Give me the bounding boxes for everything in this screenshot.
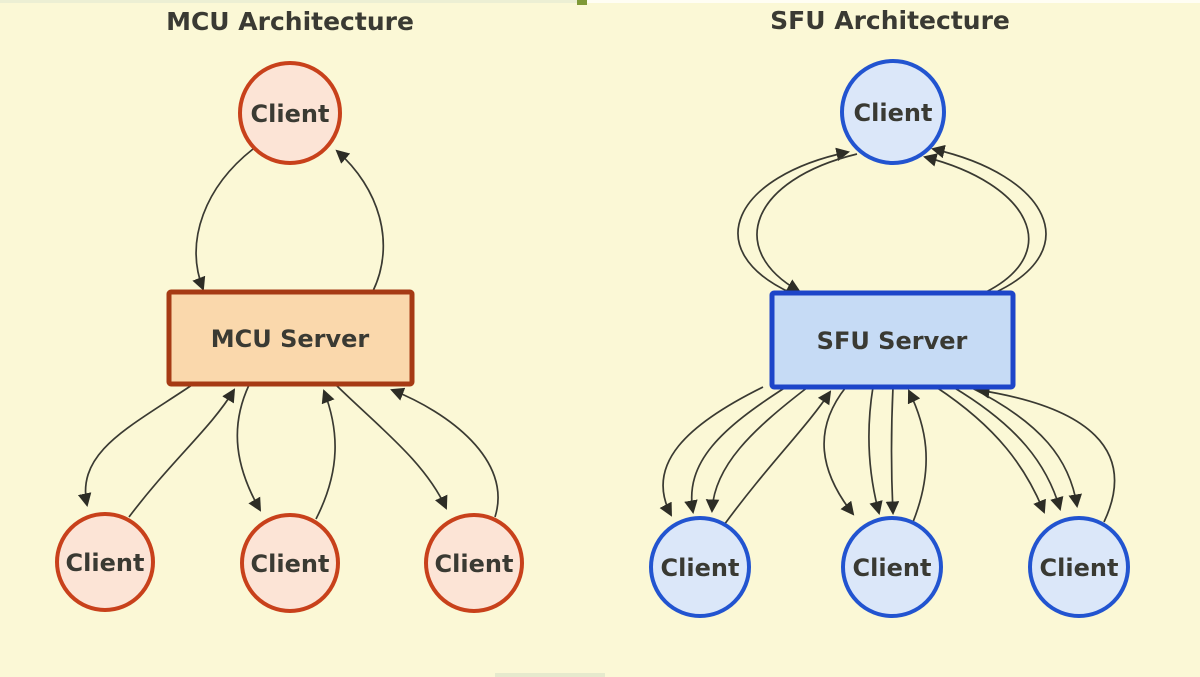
sfu-edge-server-to-client3-b (952, 386, 1064, 511)
sfu-edge-server-to-client3-a (935, 386, 1046, 514)
sfu-edge-server-to-client1-c (705, 386, 809, 514)
mcu-bottom-client-2: Client (240, 513, 340, 613)
mcu-top-client-label: Client (251, 100, 330, 128)
sfu-top-client-node: Client (840, 59, 946, 165)
mcu-diagram: MCU Architecture Client MCU Server (55, 7, 524, 613)
mcu-top-client-circle (238, 61, 342, 165)
mcu-bottom-client-1-label: Client (66, 549, 145, 577)
mcu-edge-server-to-client2 (236, 384, 262, 512)
sfu-top-client-label: Client (854, 99, 933, 127)
sfu-edge-server-to-client1-b (684, 386, 787, 515)
mcu-bottom-client-1-circle (55, 512, 155, 612)
mcu-edge-server-to-client1 (78, 384, 193, 507)
mcu-edge-client3-to-server (390, 387, 499, 518)
sfu-edge-server-to-topclient-c (923, 153, 1030, 293)
sfu-diagram: SFU Architecture (649, 6, 1130, 618)
mcu-edge-topclient-to-server (192, 148, 254, 291)
sfu-edge-topclient-to-server (756, 153, 858, 293)
sfu-server-rect (769, 290, 1016, 390)
mcu-bottom-client-3-label: Client (435, 550, 514, 578)
sfu-bottom-client-3-label: Client (1040, 554, 1119, 582)
mcu-server-rect (166, 289, 415, 387)
sfu-bottom-client-1-label: Client (661, 554, 740, 582)
mcu-edge-server-to-topclient (335, 149, 385, 292)
sfu-edge-client2-to-server (907, 389, 927, 523)
sfu-bottom-client-2: Client (841, 516, 943, 618)
bottom-marker (495, 673, 605, 677)
sfu-bottom-client-2-circle (841, 516, 943, 618)
mcu-bottom-client-2-circle (240, 513, 340, 613)
mcu-bottom-client-3-circle (424, 513, 524, 613)
mcu-bottom-client-2-label: Client (251, 550, 330, 578)
sfu-title: SFU Architecture (770, 6, 1010, 35)
sfu-bottom-client-1-circle (649, 516, 751, 618)
mcu-edge-client2-to-server (315, 389, 336, 520)
progress-track-right (587, 0, 1200, 3)
mcu-title: MCU Architecture (166, 7, 414, 36)
sfu-edge-server-to-topclient-b (931, 144, 1047, 294)
sfu-server-node: SFU Server (769, 290, 1016, 390)
sfu-bottom-client-2-label: Client (853, 554, 932, 582)
sfu-edges (659, 144, 1116, 526)
sfu-bottom-client-3-circle (1028, 516, 1130, 618)
mcu-edge-server-to-client3 (335, 384, 448, 510)
sfu-edge-server-to-client2-c (885, 386, 900, 516)
sfu-edge-server-to-client1-a (659, 386, 764, 517)
sfu-edge-client1-to-server (723, 390, 832, 526)
sfu-bottom-client-1: Client (649, 516, 751, 618)
sfu-top-client-circle (840, 59, 946, 165)
mcu-server-node: MCU Server (166, 289, 415, 387)
mcu-edges (78, 148, 499, 520)
sfu-edge-client3-to-server (975, 385, 1116, 523)
sfu-edge-server-to-client2-b (868, 386, 883, 515)
mcu-bottom-client-1: Client (55, 512, 155, 612)
sfu-edge-server-to-client3-c (969, 386, 1082, 509)
sfu-bottom-client-3: Client (1028, 516, 1130, 618)
progress-track-left (0, 0, 578, 3)
mcu-edge-client1-to-server (128, 388, 236, 518)
sfu-edge-server-to-client2-a (823, 386, 855, 516)
mcu-server-label: MCU Server (211, 325, 370, 353)
mcu-top-client-node: Client (238, 61, 342, 165)
progress-playhead[interactable] (577, 0, 587, 5)
sfu-server-label: SFU Server (817, 327, 968, 355)
mcu-bottom-client-3: Client (424, 513, 524, 613)
sfu-edge-server-to-topclient-a (737, 147, 850, 294)
